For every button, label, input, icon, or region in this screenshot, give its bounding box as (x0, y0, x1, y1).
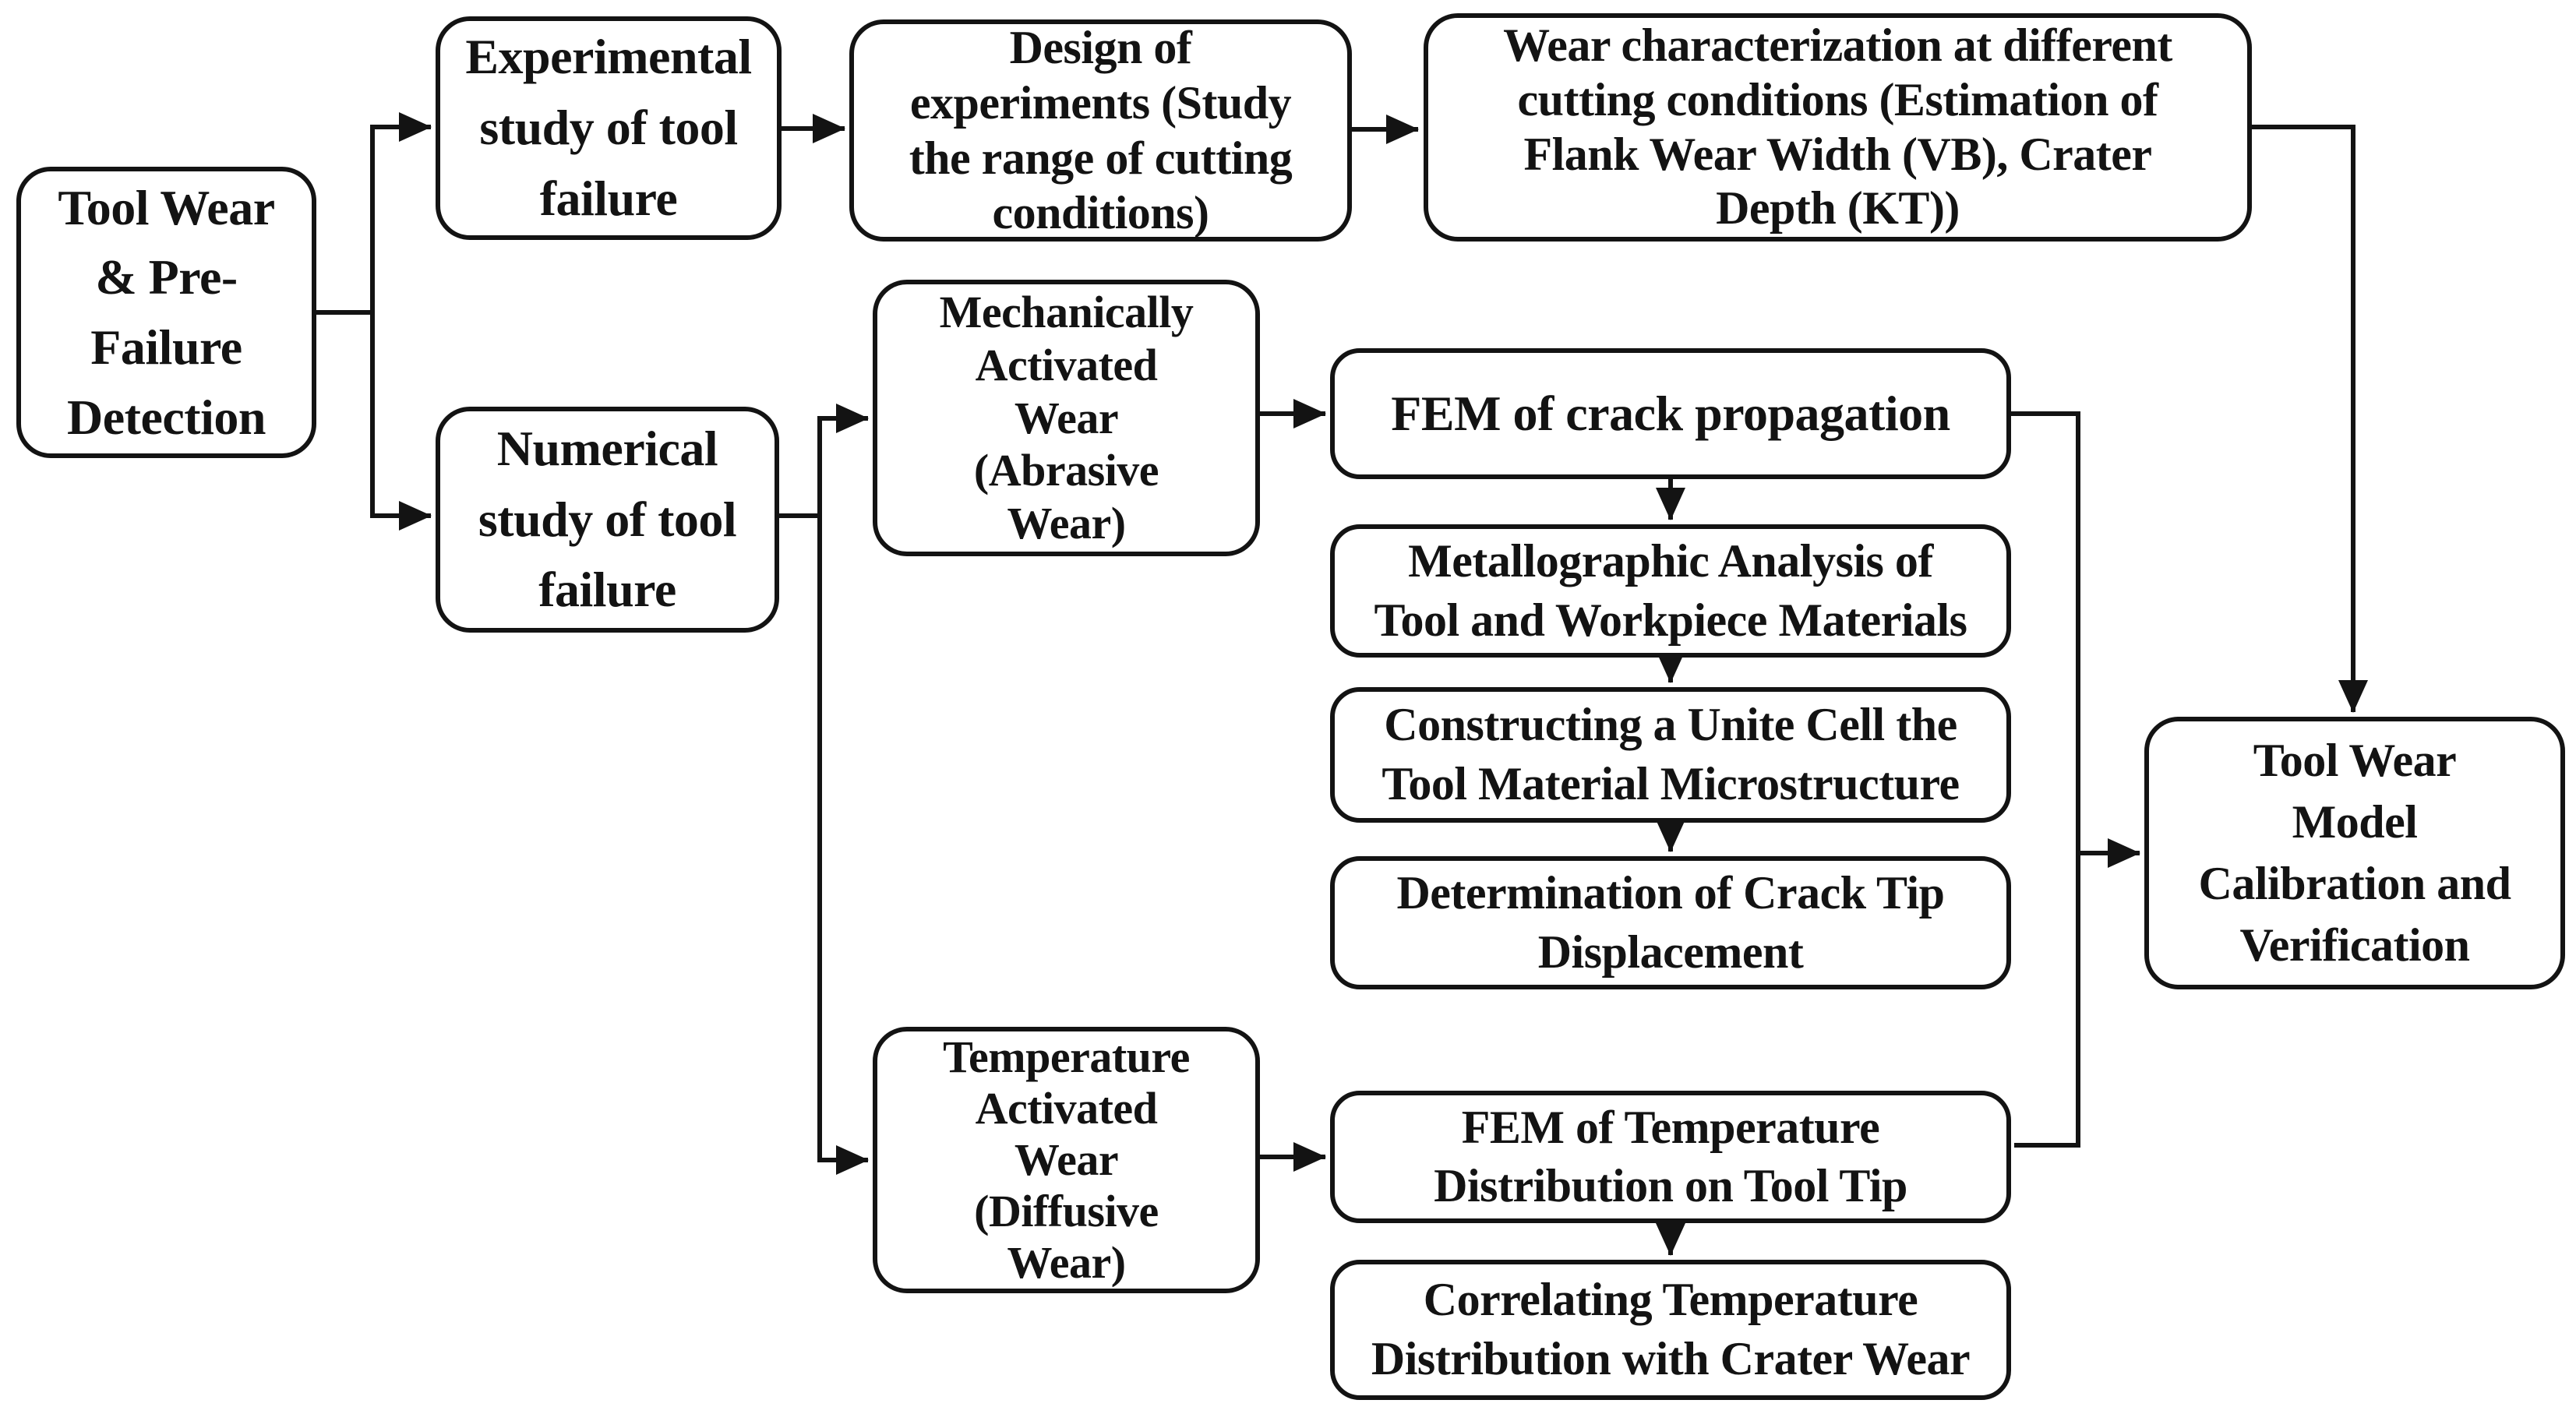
edge-numerical-to-temperature_activated_wear (817, 516, 869, 1175)
node-label: Temperature Activated Wear (Diffusive We… (943, 1031, 1190, 1289)
node-tool-wear-model-calibration: Tool Wear Model Calibration and Verifica… (2144, 717, 2565, 989)
node-correlating-temperature-crater-wear: Correlating Temperature Distribution wit… (1330, 1260, 2011, 1400)
node-label: Tool Wear Model Calibration and Verifica… (2198, 734, 2511, 971)
node-label: FEM of Temperature Distribution on Tool … (1434, 1102, 1907, 1211)
edge-numerical-to-mechanically_activated_wear (779, 404, 869, 518)
node-label: Design of experiments (Study the range o… (909, 21, 1293, 239)
node-design-of-experiments: Design of experiments (Study the range o… (849, 19, 1352, 242)
edge-tool_wear-to-experimental (316, 112, 432, 315)
edge-fem_outputs-to-join_line (2011, 411, 2080, 1148)
node-wear-characterization: Wear characterization at different cutti… (1424, 13, 2252, 242)
node-fem-temperature-distribution: FEM of Temperature Distribution on Tool … (1330, 1091, 2011, 1223)
node-label: Wear characterization at different cutti… (1503, 19, 2172, 234)
node-tool-wear-pre-failure-detection: Tool Wear & Pre- Failure Detection (16, 167, 316, 458)
node-constructing-unit-cell: Constructing a Unite Cell the Tool Mater… (1330, 687, 2011, 823)
node-label: Constructing a Unite Cell the Tool Mater… (1382, 699, 1960, 809)
node-label: Experimental study of tool failure (465, 29, 752, 226)
node-numerical-study: Numerical study of tool failure (436, 407, 779, 633)
node-fem-crack-propagation: FEM of crack propagation (1330, 348, 2011, 479)
node-experimental-study: Experimental study of tool failure (436, 16, 782, 240)
node-label: FEM of crack propagation (1391, 385, 1950, 441)
node-label: Metallographic Analysis of Tool and Work… (1374, 534, 1967, 646)
node-temperature-activated-wear: Temperature Activated Wear (Diffusive We… (873, 1027, 1260, 1293)
node-label: Correlating Temperature Distribution wit… (1371, 1274, 1971, 1384)
node-label: Tool Wear & Pre- Failure Detection (58, 179, 275, 445)
node-label: Numerical study of tool failure (478, 420, 737, 618)
edge-wear_characterization-to-tool_wear_model (2252, 125, 2368, 713)
node-metallographic-analysis: Metallographic Analysis of Tool and Work… (1330, 524, 2011, 658)
node-mechanically-activated-wear: Mechanically Activated Wear (Abrasive We… (873, 280, 1260, 556)
node-determination-crack-tip-displacement: Determination of Crack Tip Displacement (1330, 856, 2011, 989)
node-label: Determination of Crack Tip Displacement (1396, 866, 1945, 978)
edge-tool_wear-to-numerical (370, 312, 432, 531)
node-label: Mechanically Activated Wear (Abrasive We… (939, 286, 1194, 549)
